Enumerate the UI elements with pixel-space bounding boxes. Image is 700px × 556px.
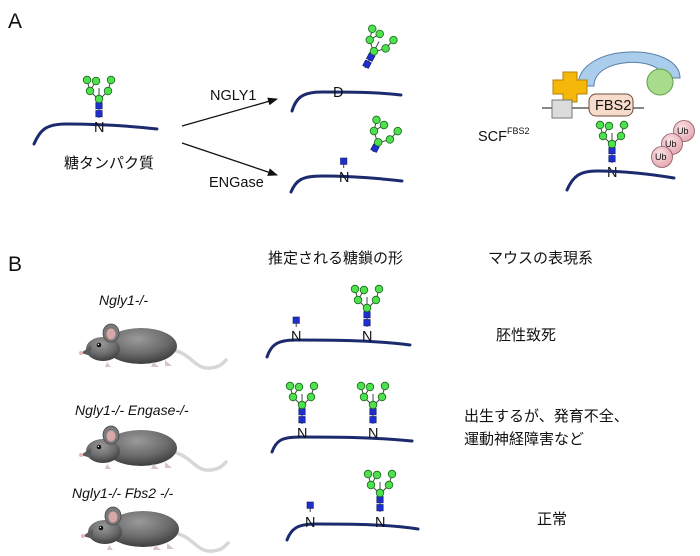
rbx1-shape — [646, 68, 674, 96]
genotype-label: Ngly1-/- Engase-/- — [75, 402, 189, 418]
asparagine-residue: N — [368, 426, 378, 442]
asparagine-residue: N — [297, 426, 307, 442]
phenotype-text: 正常 — [537, 511, 567, 528]
ngly1-label: NGLY1 — [210, 88, 256, 104]
substrate-protein — [565, 169, 676, 192]
phenotype-text: 出生するが、発育不全、 — [464, 407, 629, 425]
phenotype-text: 胚性致死 — [496, 327, 556, 344]
mouse-image — [79, 505, 230, 553]
scf-fbs2-complex: FBS2 — [542, 51, 681, 119]
scf-label: SCFFBS2 — [478, 126, 530, 145]
protein-chain — [285, 522, 420, 542]
fbs2-shape — [588, 93, 634, 117]
mouse-image — [77, 322, 228, 370]
fbs2-bound-glycan — [595, 120, 629, 164]
ub-label: Ub — [665, 139, 677, 149]
skp1-shape — [552, 71, 588, 103]
n-glycan — [363, 469, 397, 513]
protein-chain — [270, 435, 414, 454]
aspartate-residue: D — [333, 85, 343, 101]
deglycosylated-protein — [290, 90, 403, 113]
box-shape — [551, 99, 573, 119]
released-glycan — [350, 23, 400, 76]
asparagine-residue: N — [375, 515, 385, 531]
n-glycan — [82, 75, 116, 119]
glycan-column-header: 推定される糖鎖の形 — [268, 250, 403, 267]
phenotype-column-header: マウスの表現系 — [488, 250, 593, 267]
engase-arrow — [181, 142, 278, 176]
engase-label: ENGase — [209, 175, 264, 191]
protein-chain — [32, 122, 159, 146]
remaining-glcnac — [340, 157, 348, 165]
glycoprotein-label: 糖タンパク質 — [64, 154, 154, 172]
fbs2-substrate-asparagine: N — [607, 165, 617, 181]
asparagine-residue: N — [94, 120, 104, 136]
phenotype-text: 運動神経障害など — [464, 430, 584, 448]
released-oligosaccharide — [358, 114, 404, 160]
genotype-label: Ngly1-/- — [99, 292, 148, 308]
mouse-image — [77, 424, 228, 472]
engase-asparagine: N — [339, 170, 349, 186]
n-glycan — [350, 284, 384, 328]
ubiquitin-chain: Ub Ub Ub — [651, 120, 695, 168]
cul1-shape — [577, 51, 681, 87]
n-glycan — [285, 381, 319, 425]
fbs2-label: FBS2 — [595, 98, 631, 114]
ub-label: Ub — [655, 152, 667, 162]
panel-a-label: A — [8, 10, 22, 33]
genotype-label: Ngly1-/- Fbs2 -/- — [72, 485, 173, 501]
panel-b-label: B — [8, 253, 22, 276]
engase-protein — [289, 174, 404, 194]
n-glycan — [356, 381, 390, 425]
ngly1-arrow — [181, 97, 278, 127]
asparagine-residue: N — [305, 515, 315, 531]
protein-chain — [265, 338, 412, 359]
asparagine-residue: N — [291, 329, 301, 345]
asparagine-residue: N — [362, 329, 372, 345]
ub-label: Ub — [677, 126, 689, 136]
